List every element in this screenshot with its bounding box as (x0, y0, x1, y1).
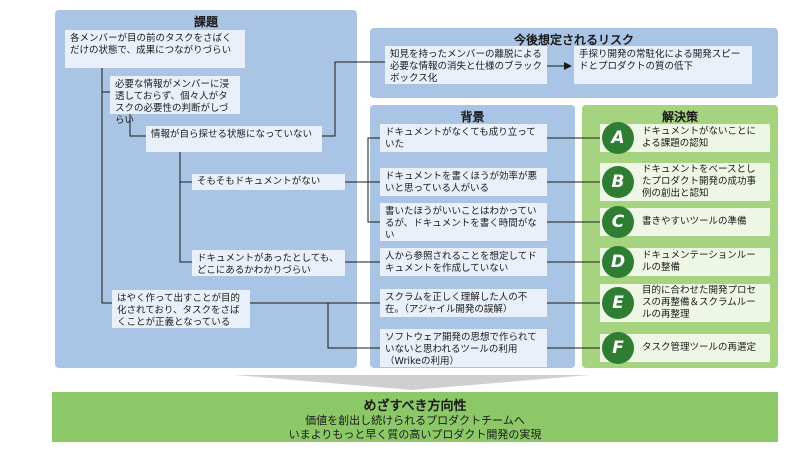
issue-box-4: そもそもドキュメントがない (192, 174, 345, 190)
risk-title: 今後想定されるリスク (513, 33, 634, 47)
badge-b: B (602, 166, 634, 198)
background-box-1: ドキュメントがなくても成り立っていた (380, 124, 547, 152)
background-box-2: ドキュメントを書くほうが効率が悪いと思っている人がいる (380, 168, 547, 196)
solution-text-e: 目的に合わせた開発プロセスの再整備＆スクラムルールの再整理 (642, 285, 757, 320)
issue-text-1: 各メンバーが目の前のタスクをさばくだけの状態で、成果につながりづらい (70, 33, 232, 56)
risk-from-text: 知見を持ったメンバーの離脱による必要な情報の消失と仕様のブラックボックス化 (390, 49, 543, 84)
background-text-5: スクラムを正しく理解した人の不在。（アジャイル開発の誤解） (385, 292, 528, 315)
badge-c: C (602, 206, 634, 238)
issues-title: 課題 (193, 15, 218, 29)
solution-text-d: ドキュメンテーションルールの整備 (642, 250, 756, 273)
issue-text-4: そもそもドキュメントがない (197, 176, 321, 187)
solution-text-a: ドキュメントがないことによる課題の認知 (642, 126, 757, 149)
badge-e: E (602, 287, 634, 319)
background-text-6: ソフトウェア開発の思想で作られていないと思われるツールの利用（Wrikeの利用） (385, 332, 537, 367)
solution-text-b: ドキュメントをベースとしたプロダクト開発の成功事例の創出と認知 (642, 164, 757, 199)
background-title: 背景 (460, 110, 485, 124)
background-box-6: ソフトウェア開発の思想で作られていないと思われるツールの利用（Wrikeの利用） (380, 329, 547, 367)
issue-box-1: 各メンバーが目の前のタスクをさばくだけの状態で、成果につながりづらい (65, 30, 245, 68)
background-box-5: スクラムを正しく理解した人の不在。（アジャイル開発の誤解） (380, 289, 547, 317)
goal-line-1: 価値を創出し続けられるプロダクトチームへ (305, 414, 525, 427)
background-text-2: ドキュメントを書くほうが効率が悪いと思っている人がいる (385, 171, 538, 194)
issue-text-6: はやく作って出すことが目的化されており、タスクをさばくことが正義となっている (117, 293, 241, 328)
background-box-4: 人から参照されることを想定してドキュメントを作成していない (380, 248, 547, 276)
background-text-1: ドキュメントがなくても成り立っていた (385, 127, 536, 150)
background-text-4: 人から参照されることを想定してドキュメントを作成していない (385, 251, 537, 274)
issue-box-2: 必要な情報がメンバーに浸透しておらず、個々人がタスクの必要性の判断がしづらい (110, 76, 240, 126)
goal-title: めざすべき方向性 (363, 399, 467, 414)
badge-d: D (602, 246, 634, 278)
solution-text-f: タスク管理ツールの再選定 (642, 342, 757, 353)
issue-box-3: 情報が自ら探せる状態になっていない (146, 126, 322, 152)
issue-text-3: 情報が自ら探せる状態になっていない (151, 129, 313, 140)
solution-text-c: 書きやすいツールの準備 (642, 216, 747, 227)
goal-line-2: いまよりもっと早く質の高いプロダクト開発の実現 (288, 428, 542, 441)
risk-to-text: 手探り開発の常駐化による開発スピードとプロダクトの質の低下 (579, 49, 741, 72)
down-arrow-shape (235, 375, 590, 390)
badge-a: A (602, 122, 634, 154)
risk-from-box: 知見を持ったメンバーの離脱による必要な情報の消失と仕様のブラックボックス化 (385, 46, 547, 84)
issue-text-2: 必要な情報がメンバーに浸透しておらず、個々人がタスクの必要性の判断がしづらい (115, 79, 230, 126)
issue-box-5: ドキュメントがあったとしても、どこにあるかわかりづらい (192, 250, 345, 276)
background-text-3: 書いたほうがいいことはわかっているが、ドキュメントを書く時間がない (385, 206, 537, 241)
issue-box-6: はやく作って出すことが目的化されており、タスクをさばくことが正義となっている (112, 290, 250, 328)
badge-f: F (602, 332, 634, 364)
solutions-title: 解決策 (661, 110, 698, 124)
issue-text-5: ドキュメントがあったとしても、どこにあるかわかりづらい (197, 253, 339, 276)
goal-panel: めざすべき方向性 価値を創出し続けられるプロダクトチームへ いまよりもっと早く質… (52, 392, 778, 442)
background-box-3: 書いたほうがいいことはわかっているが、ドキュメントを書く時間がない (380, 203, 547, 241)
risk-to-box: 手探り開発の常駐化による開発スピードとプロダクトの質の低下 (574, 46, 752, 84)
